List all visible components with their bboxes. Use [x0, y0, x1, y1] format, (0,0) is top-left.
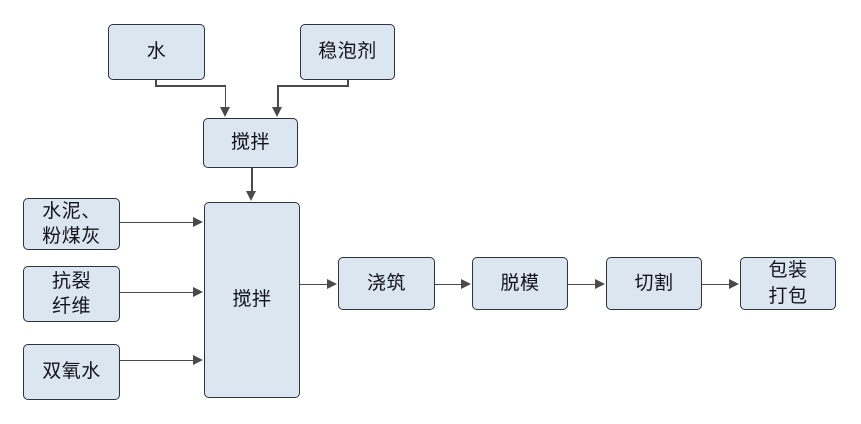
- edge-mix1-to-mix2-arrowhead: [246, 191, 257, 201]
- edge-water-to-mix1-arrowhead: [219, 107, 230, 117]
- edge-foamstab-to-mix1-segment-drop: [277, 85, 279, 108]
- node-foam-stabilizer[interactable]: 稳泡剂: [300, 24, 395, 80]
- node-packaging[interactable]: 包装 打包: [740, 257, 836, 310]
- edge-foamstab-to-mix1-segment-across: [277, 85, 348, 87]
- edge-foamstab-to-mix1-arrowhead: [272, 107, 283, 117]
- node-hydrogen-peroxide[interactable]: 双氧水: [23, 344, 120, 400]
- edge-mix2-to-pouring-line: [300, 283, 328, 286]
- edge-cement-to-mix2-arrowhead: [193, 217, 203, 227]
- node-mixing-first[interactable]: 搅拌: [203, 118, 298, 168]
- edge-demolding-to-cutting-line: [568, 283, 595, 286]
- edge-peroxide-to-mix2-arrowhead: [193, 355, 203, 365]
- edge-cutting-to-packaging-arrowhead: [729, 279, 739, 289]
- edge-water-to-mix1-segment-down: [155, 80, 157, 87]
- edge-peroxide-to-mix2-line: [120, 359, 194, 362]
- node-cement-flyash[interactable]: 水泥、 粉煤灰: [23, 198, 120, 250]
- edge-pouring-to-demolding-line: [435, 283, 462, 286]
- edge-cement-to-mix2-line: [120, 221, 194, 224]
- edge-water-to-mix1-segment-drop: [224, 85, 227, 108]
- node-cutting[interactable]: 切割: [606, 257, 702, 310]
- edge-pouring-to-demolding-arrowhead: [461, 279, 471, 289]
- edge-mix2-to-pouring-arrowhead: [327, 279, 337, 289]
- node-demolding[interactable]: 脱模: [472, 257, 568, 310]
- node-water[interactable]: 水: [108, 24, 205, 80]
- edge-mix1-to-mix2-line: [251, 168, 253, 192]
- edge-fiber-to-mix2-arrowhead: [193, 287, 203, 297]
- edge-cutting-to-packaging-line: [702, 283, 729, 286]
- node-crack-resistant-fiber[interactable]: 抗裂 纤维: [23, 266, 120, 322]
- edge-fiber-to-mix2-line: [120, 291, 194, 294]
- node-pouring[interactable]: 浇筑: [338, 257, 435, 310]
- edge-water-to-mix1-segment-across: [155, 85, 226, 87]
- edge-foamstab-to-mix1-segment-down: [347, 80, 349, 87]
- node-mixing-main[interactable]: 搅拌: [204, 202, 300, 398]
- edge-demolding-to-cutting-arrowhead: [595, 279, 605, 289]
